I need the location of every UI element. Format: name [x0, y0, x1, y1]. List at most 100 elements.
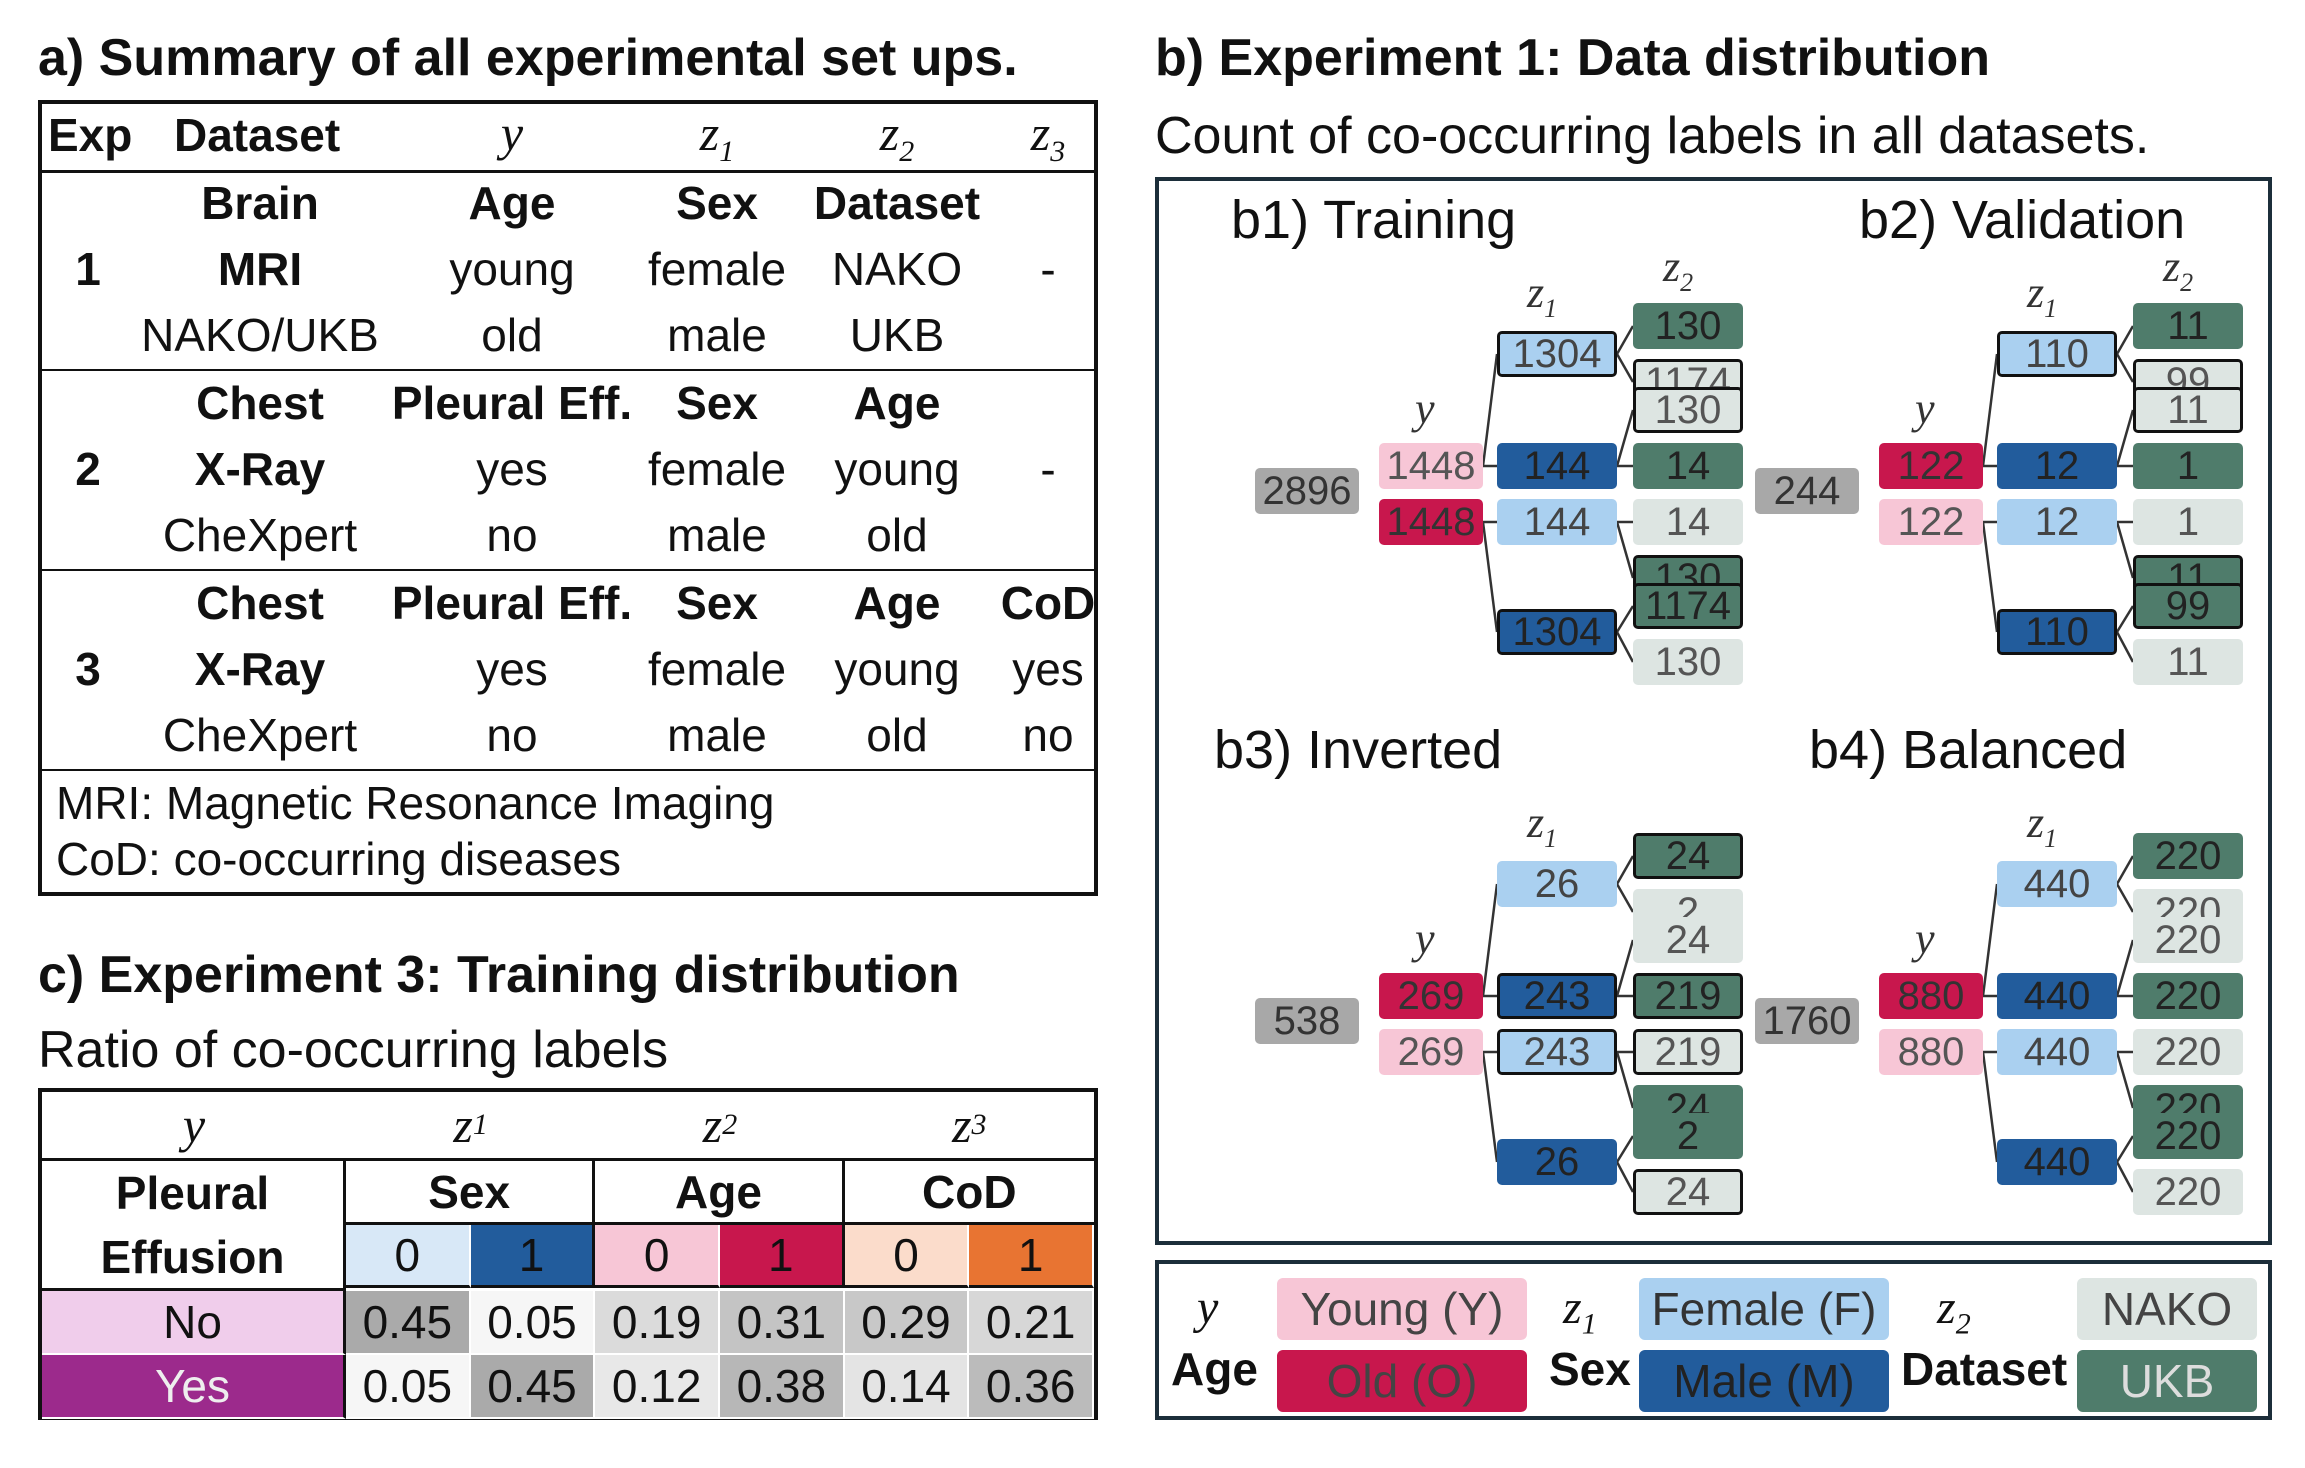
row2-y-2: yes — [476, 443, 548, 495]
tree-edge — [2115, 939, 2135, 997]
tree-label-z2: z2 — [2163, 242, 2194, 297]
row1-z1-2: female — [647, 243, 787, 295]
legend-male: Male (M) — [1639, 1350, 1889, 1412]
group-header-sex: Sex — [346, 1161, 596, 1225]
level-header-3: 1 — [720, 1225, 845, 1288]
tree-edge — [1981, 353, 1999, 467]
legend-z2-name: Dataset — [1901, 1343, 2068, 1395]
tree-z1-box: 110 — [1997, 331, 2117, 377]
ratio-cell: 0.45 — [470, 1355, 596, 1419]
row1-dataset-1: Brain — [201, 177, 319, 229]
table-divider — [42, 369, 1094, 371]
panel-b-title: b) Experiment 1: Data distribution — [1155, 29, 1990, 87]
row3-y-3: no — [486, 709, 538, 761]
tree-title-4: b4) Balanced — [1809, 720, 2128, 780]
row1-dataset-2: MRI — [217, 243, 303, 295]
tree-edge — [2115, 855, 2135, 885]
tree-edge — [1615, 631, 1635, 663]
row3-dataset-2: X-Ray — [194, 643, 326, 695]
tree-y-box: 880 — [1879, 1029, 1983, 1075]
row3-y-2: yes — [476, 643, 548, 695]
tree-edge — [1615, 521, 1635, 579]
tree-z1-box: 1304 — [1497, 609, 1617, 655]
tree-y-box: 122 — [1879, 499, 1983, 545]
tree-z2-box: 24 — [1633, 833, 1743, 879]
row3-z3-2: yes — [1012, 643, 1084, 695]
tree-edge — [1615, 939, 1635, 997]
tree-edge — [1481, 1051, 1499, 1163]
tree-edge — [2115, 605, 2135, 633]
tree-z2-box: 99 — [2133, 583, 2243, 629]
legend-y-symbol: y — [1197, 1281, 1219, 1334]
row-label-no: No — [42, 1291, 346, 1355]
tree-z1-box: 12 — [1997, 499, 2117, 545]
tree-z1-box: 440 — [1997, 861, 2117, 907]
ratio-cell: 0.21 — [969, 1291, 1094, 1355]
tree-total: 538 — [1255, 998, 1359, 1044]
tree-z2-box: 14 — [1633, 499, 1743, 545]
setup-summary-table: Exp Dataset y z1 z2 z3 1 Brain MRI NAKO/… — [38, 100, 1098, 896]
ratio-cell: 0.05 — [470, 1291, 596, 1355]
tree-z2-box: 1 — [2133, 499, 2243, 545]
row3-z1-3: male — [667, 709, 767, 761]
tree-edge — [1481, 883, 1499, 997]
row3-z2-1: Age — [853, 577, 941, 629]
row3-z3-3: no — [1022, 709, 1074, 761]
row-label-yes: Yes — [42, 1355, 346, 1419]
tree-z2-box: 14 — [1633, 443, 1743, 489]
tree-z1-box: 12 — [1997, 443, 2117, 489]
tree-edge — [1481, 353, 1499, 467]
tree-z2-box: 219 — [1633, 973, 1743, 1019]
tree-edge — [2115, 883, 2135, 913]
row1-dataset-3: NAKO/UKB — [141, 309, 379, 361]
panel-b-subtitle: Count of co-occurring labels in all data… — [1155, 107, 2150, 165]
tree-z2-box: 11 — [2133, 387, 2243, 433]
tree-z2-box: 2 — [1633, 1113, 1743, 1159]
legend-female: Female (F) — [1639, 1278, 1889, 1340]
row3-z1-2: female — [647, 643, 787, 695]
group-header-cod: CoD — [844, 1161, 1094, 1225]
tree-edge — [1981, 521, 1999, 633]
ratio-cell: 0.19 — [595, 1291, 720, 1355]
row3-y-1: Pleural Eff. — [391, 577, 633, 629]
row3-dataset-3: CheXpert — [162, 709, 358, 761]
tree-label-z2: z2 — [1663, 242, 1694, 297]
ratio-cell: 0.14 — [844, 1355, 970, 1419]
row2-z1-1: Sex — [676, 377, 758, 429]
legend-y-name: Age — [1171, 1343, 1258, 1395]
legend-young: Young (Y) — [1277, 1278, 1527, 1340]
row2-z2-1: Age — [853, 377, 941, 429]
tree-edge — [1615, 325, 1635, 355]
group-header-age: Age — [595, 1161, 845, 1225]
ratio-cell: 0.36 — [969, 1355, 1094, 1419]
tree-z1-box: 440 — [1997, 1029, 2117, 1075]
table-divider — [42, 170, 1094, 173]
tree-y-box: 880 — [1879, 973, 1983, 1019]
tree-z1-box: 144 — [1497, 499, 1617, 545]
tree-z2-box: 11 — [2133, 303, 2243, 349]
tree-z1-box: 26 — [1497, 861, 1617, 907]
tree-label-z1: z1 — [2027, 268, 2058, 323]
tree-z2-box: 220 — [2133, 917, 2243, 963]
tree-edge — [2115, 409, 2135, 467]
tree-z2-box: 220 — [2133, 833, 2243, 879]
row3-z2-2: young — [834, 643, 960, 695]
tree-label-y: y — [1915, 384, 1935, 433]
row1-z2-2: NAKO — [831, 243, 963, 295]
tree-total: 244 — [1755, 468, 1859, 514]
row1-z3-2: - — [1040, 243, 1056, 295]
tree-edge — [1981, 883, 1999, 997]
col-header-y: y — [500, 105, 524, 161]
row1-y-3: old — [481, 309, 543, 361]
tree-z2-box: 11 — [2133, 639, 2243, 685]
tree-y-box: 269 — [1379, 973, 1483, 1019]
tree-edge — [1615, 855, 1635, 885]
tree-y-box: 122 — [1879, 443, 1983, 489]
tree-label-z1: z1 — [1527, 798, 1558, 853]
ratio-cell: 0.29 — [844, 1291, 970, 1355]
row2-z1-3: male — [667, 509, 767, 561]
tree-z2-box: 220 — [2133, 1169, 2243, 1215]
